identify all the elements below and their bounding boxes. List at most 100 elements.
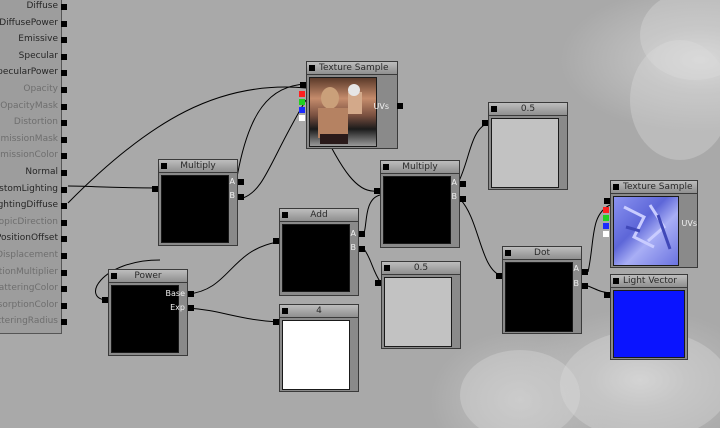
node-collapse-box[interactable] [111,273,117,279]
multiply-node-2[interactable]: Multiply A B [374,160,466,248]
root-input-connector[interactable] [61,136,67,143]
root-input-row[interactable]: TessellationMultiplier [0,266,67,282]
root-input-row[interactable]: Emissive [0,33,67,49]
root-input-row[interactable]: SubsurfaceAbsorptionColor [0,299,67,315]
input-pin-b[interactable] [460,196,466,202]
root-input-row[interactable]: SpecularPower [0,66,67,82]
root-input-row[interactable]: SubsurfaceScatteringRadius [0,315,67,331]
node-header[interactable]: Texture Sample [610,180,698,194]
root-input-connector[interactable] [61,170,67,176]
root-input-connector[interactable] [61,103,67,110]
output-pin[interactable] [604,292,610,298]
root-input-row[interactable]: DiffusePower [0,17,67,33]
output-pin[interactable] [152,186,158,192]
output-pin-alpha[interactable] [299,115,305,121]
input-pin-exp[interactable] [188,305,194,311]
node-header[interactable]: Light Vector [610,274,688,288]
input-pin-a[interactable] [238,179,244,185]
root-input-connector[interactable] [61,269,67,276]
input-pin-base[interactable] [188,291,194,297]
output-pin-red[interactable] [299,91,305,97]
root-input-connector[interactable] [61,4,67,10]
root-input-connector[interactable] [61,87,67,93]
root-input-row[interactable]: Displacement [0,249,67,265]
root-input-connector[interactable] [61,70,67,77]
add-node[interactable]: Add A B [273,208,365,296]
multiply-node-1[interactable]: Multiply A B [152,159,244,246]
output-pin-rgb[interactable] [300,82,306,88]
root-input-row[interactable]: CustomLighting [0,183,67,199]
node-header[interactable]: Multiply [380,160,460,174]
node-header[interactable]: Texture Sample [306,61,398,75]
root-input-connector[interactable] [61,253,67,259]
texture-sample-node-2[interactable]: Texture Sample UVs [603,180,698,268]
node-collapse-box[interactable] [282,212,288,218]
output-pin-alpha[interactable] [603,231,609,237]
output-pin-blue[interactable] [299,107,305,113]
node-collapse-box[interactable] [384,265,390,271]
root-input-connector[interactable] [61,319,67,326]
root-input-connector[interactable] [61,20,67,27]
node-collapse-box[interactable] [309,65,315,71]
output-pin[interactable] [496,273,502,279]
output-pin[interactable] [375,280,381,286]
input-pin-b[interactable] [238,194,244,200]
power-node[interactable]: Power Base Exp [102,269,194,356]
node-collapse-box[interactable] [613,184,619,190]
node-header[interactable]: Multiply [158,159,238,173]
constant-node-0-5-a[interactable]: 0.5 [482,102,568,190]
root-input-row[interactable]: TransmissionMask [0,133,67,149]
output-pin-rgb[interactable] [604,198,610,204]
node-header[interactable]: 0.5 [381,261,461,275]
root-input-connector[interactable] [61,236,67,243]
node-collapse-box[interactable] [282,308,288,314]
node-header[interactable]: Add [279,208,359,222]
node-header[interactable]: 0.5 [488,102,568,116]
node-collapse-box[interactable] [505,250,511,256]
root-input-row[interactable]: AnisotropicDirection [0,216,67,232]
root-input-row[interactable]: Specular [0,50,67,66]
root-input-connector[interactable] [61,302,67,309]
output-pin-green[interactable] [299,99,305,105]
output-pin[interactable] [374,188,380,194]
output-pin[interactable] [102,297,108,303]
node-collapse-box[interactable] [383,164,389,170]
output-pin-red[interactable] [603,207,609,213]
constant-node-0-5-b[interactable]: 0.5 [375,261,461,349]
root-input-connector[interactable] [61,286,67,293]
root-input-connector[interactable] [61,203,67,210]
node-collapse-box[interactable] [491,106,497,112]
texture-sample-node-1[interactable]: Texture Sample UVs [299,61,403,149]
root-input-row[interactable]: SubsurfaceInscatteringColor [0,282,67,298]
node-header[interactable]: 4 [279,304,359,318]
input-pin-a[interactable] [359,231,365,237]
root-input-row[interactable]: WorldPositionOffset [0,232,67,248]
root-input-row[interactable]: Opacity [0,83,67,99]
node-header[interactable]: Dot [502,246,582,260]
root-input-row[interactable]: TransmissionColor [0,149,67,165]
output-pin[interactable] [273,238,279,244]
root-input-row[interactable]: OpacityMask [0,100,67,116]
root-input-row[interactable]: Diffuse [0,0,67,16]
root-input-row[interactable]: Distortion [0,116,67,132]
root-input-row[interactable]: CustomLightingDiffuse [0,199,67,215]
input-pin-a[interactable] [460,181,466,187]
output-pin-green[interactable] [603,215,609,221]
output-pin-blue[interactable] [603,223,609,229]
node-header[interactable]: Power [108,269,188,283]
material-root-node[interactable]: DiffuseDiffusePowerEmissiveSpecularSpecu… [0,0,67,334]
root-input-connector[interactable] [61,219,67,226]
output-pin[interactable] [482,120,488,126]
root-input-connector[interactable] [61,186,67,193]
light-vector-node[interactable]: Light Vector [604,274,688,360]
constant-node-4[interactable]: 4 [273,304,359,392]
input-pin-b[interactable] [582,283,588,289]
root-input-connector[interactable] [61,37,67,44]
root-input-connector[interactable] [61,53,67,60]
root-input-row[interactable]: Normal [0,166,67,182]
node-collapse-box[interactable] [613,278,619,284]
input-pin-b[interactable] [359,246,365,252]
output-pin[interactable] [273,319,279,325]
input-pin-a[interactable] [582,269,588,275]
